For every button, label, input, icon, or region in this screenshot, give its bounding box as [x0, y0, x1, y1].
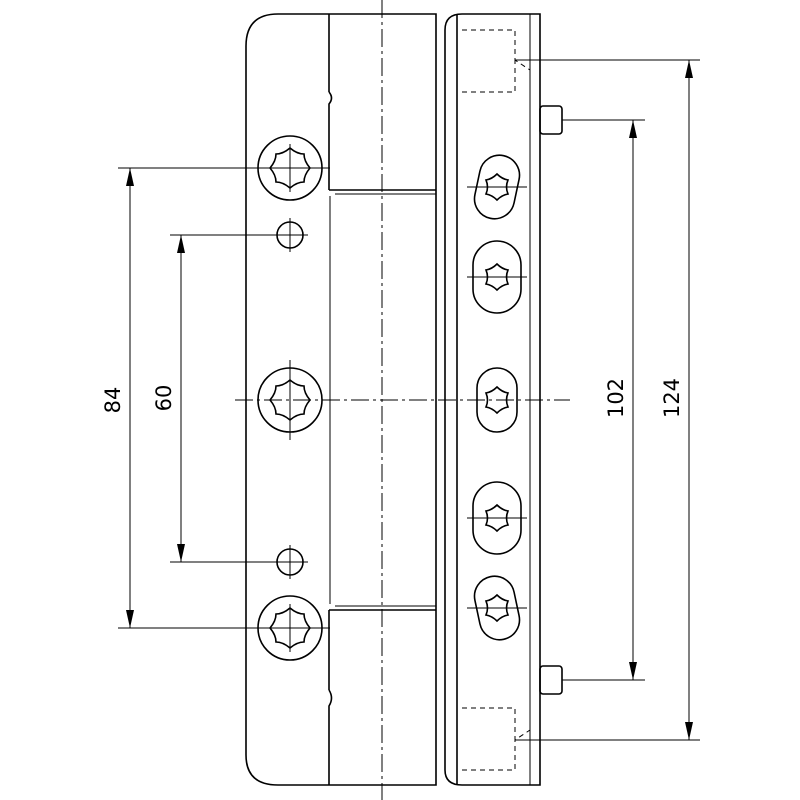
- dimension-102: 102: [562, 119, 645, 681]
- dimension-label-124: 124: [660, 378, 684, 418]
- dimension-label-84: 84: [101, 387, 125, 414]
- screw-middle: [257, 360, 323, 440]
- slot-screw-5: [467, 575, 527, 641]
- dimension-60: 60: [152, 234, 308, 563]
- dimension-label-102: 102: [604, 378, 628, 418]
- slot-screw-4: [467, 481, 527, 555]
- dimension-label-60: 60: [152, 385, 176, 412]
- dimension-124: 124: [515, 59, 700, 741]
- slot-screw-3: [476, 367, 518, 433]
- dimension-84: 84: [101, 167, 330, 629]
- slot-screw-2: [467, 240, 527, 314]
- slot-screw-1: [467, 154, 527, 220]
